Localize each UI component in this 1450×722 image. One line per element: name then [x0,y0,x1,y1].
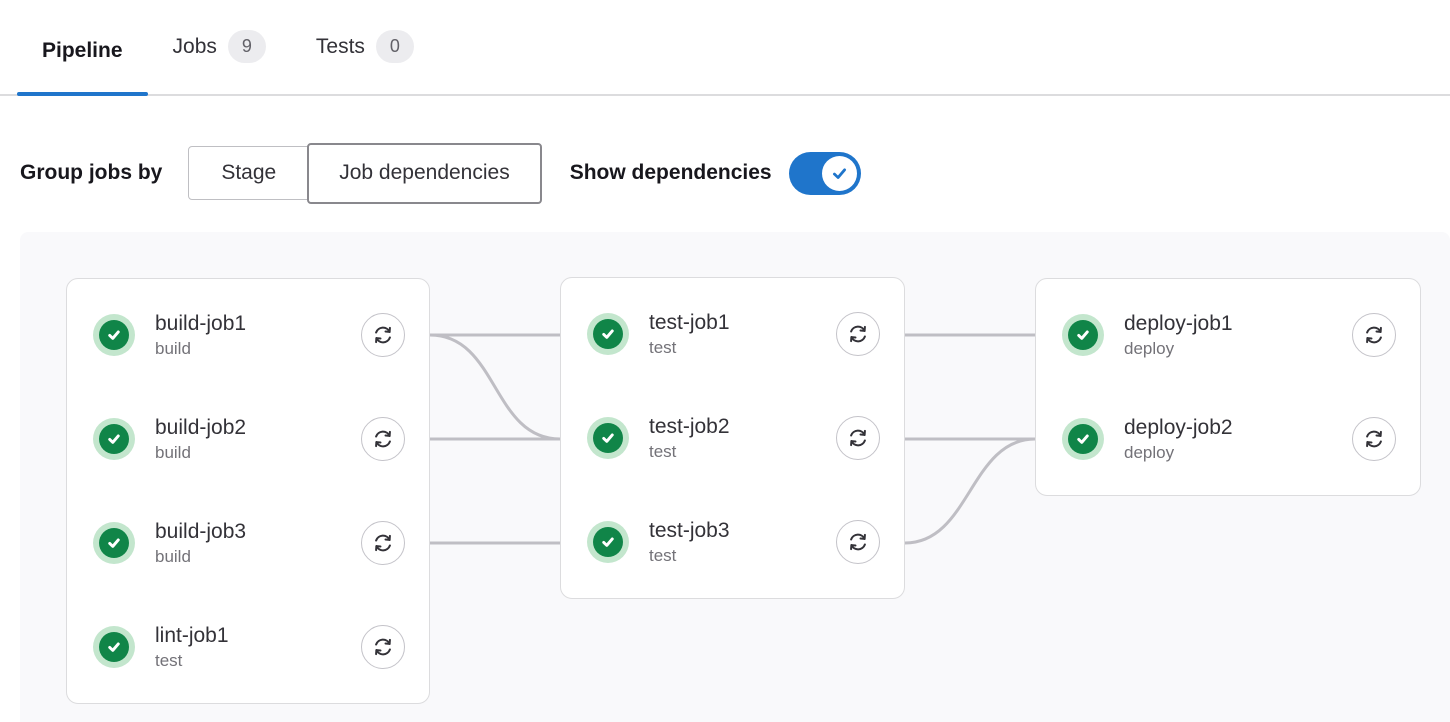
job-link[interactable]: build-job1 build [93,310,246,360]
tab-pipeline-label: Pipeline [42,39,123,62]
status-success-icon [93,418,135,460]
tests-count-badge: 0 [375,30,414,63]
job-name: build-job2 [155,416,247,439]
job-stage: deploy [1124,443,1175,462]
job-link[interactable]: build-job2 build [93,414,246,464]
job-stage: deploy [1124,339,1175,358]
group-jobs-by-segmented-control: Stage Job dependencies [188,142,542,204]
job-dependencies-segment-button[interactable]: Job dependencies [307,142,542,204]
tab-jobs-label: Jobs [172,34,217,58]
jobs-count-badge: 9 [227,30,266,63]
stage-column-card: test-job1 test test-job2 test [560,277,905,599]
status-success-icon [93,626,135,668]
job-stage: test [649,546,677,565]
stage-column-card: deploy-job1 deploy deploy-job2 deploy [1035,278,1421,496]
show-dependencies-label: Show dependencies [569,161,772,184]
job-stage: build [155,443,191,462]
status-success-icon [93,522,135,564]
retry-icon [375,430,391,448]
job-link[interactable]: test-job1 test [587,309,730,359]
job-item: test-job3 test [587,508,880,576]
pipeline-tabs-bar: Pipeline Jobs 9 Tests 0 [0,0,1450,96]
job-name: deploy-job1 [1124,312,1233,335]
retry-job-button[interactable] [1352,417,1396,461]
job-item: build-job2 build [93,405,405,473]
job-link[interactable]: build-job3 build [93,518,246,568]
job-name: build-job3 [155,520,247,543]
retry-job-button[interactable] [361,313,405,357]
retry-job-button[interactable] [361,521,405,565]
job-item: test-job2 test [587,404,880,472]
check-icon [832,167,846,179]
retry-job-button[interactable] [836,520,880,564]
job-item: lint-job1 test [93,613,405,681]
job-link[interactable]: lint-job1 test [93,622,229,672]
toggle-knob [821,155,857,191]
retry-icon [375,326,391,344]
retry-job-button[interactable] [836,416,880,460]
job-item: build-job3 build [93,509,405,577]
status-success-icon [587,313,629,355]
job-name: build-job1 [155,312,247,335]
tab-jobs[interactable]: Jobs 9 [148,30,291,94]
job-item: test-job1 test [587,300,880,368]
status-success-icon [1062,314,1104,356]
tab-pipeline[interactable]: Pipeline [17,39,148,96]
status-success-icon [587,417,629,459]
job-item: deploy-job1 deploy [1062,301,1396,369]
job-name: test-job1 [649,311,730,334]
retry-job-button[interactable] [836,312,880,356]
status-success-icon [93,314,135,356]
retry-icon [1366,430,1382,448]
retry-icon [850,429,866,447]
dependency-link [429,333,561,441]
status-success-icon [1062,418,1104,460]
pipeline-graph: build-job1 build build-job2 build [20,232,1450,722]
job-link[interactable]: deploy-job2 deploy [1062,414,1233,464]
job-item: build-job1 build [93,301,405,369]
retry-icon [850,533,866,551]
job-link[interactable]: deploy-job1 deploy [1062,310,1233,360]
retry-icon [375,534,391,552]
stage-column-card: build-job1 build build-job2 build [66,278,430,704]
job-stage: test [155,651,183,670]
job-link[interactable]: test-job2 test [587,413,730,463]
job-name: lint-job1 [155,624,229,647]
dependency-link [904,437,1036,545]
stage-segment-button[interactable]: Stage [188,146,310,200]
tab-tests[interactable]: Tests 0 [291,30,439,94]
retry-icon [1366,326,1382,344]
job-stage: test [649,338,677,357]
status-success-icon [587,521,629,563]
retry-icon [375,638,391,656]
retry-icon [850,325,866,343]
job-item: deploy-job2 deploy [1062,405,1396,473]
job-link[interactable]: test-job3 test [587,517,730,567]
job-name: test-job3 [649,519,730,542]
graph-controls: Group jobs by Stage Job dependencies Sho… [20,142,1450,204]
retry-job-button[interactable] [1352,313,1396,357]
job-stage: test [649,442,677,461]
job-stage: build [155,547,191,566]
job-name: deploy-job2 [1124,416,1233,439]
tab-tests-label: Tests [315,34,365,58]
pipeline-graph-links [429,333,1036,545]
retry-job-button[interactable] [361,417,405,461]
show-dependencies-toggle[interactable] [788,151,861,195]
job-name: test-job2 [649,415,730,438]
group-jobs-by-label: Group jobs by [20,161,163,184]
job-stage: build [155,339,191,358]
retry-job-button[interactable] [361,625,405,669]
